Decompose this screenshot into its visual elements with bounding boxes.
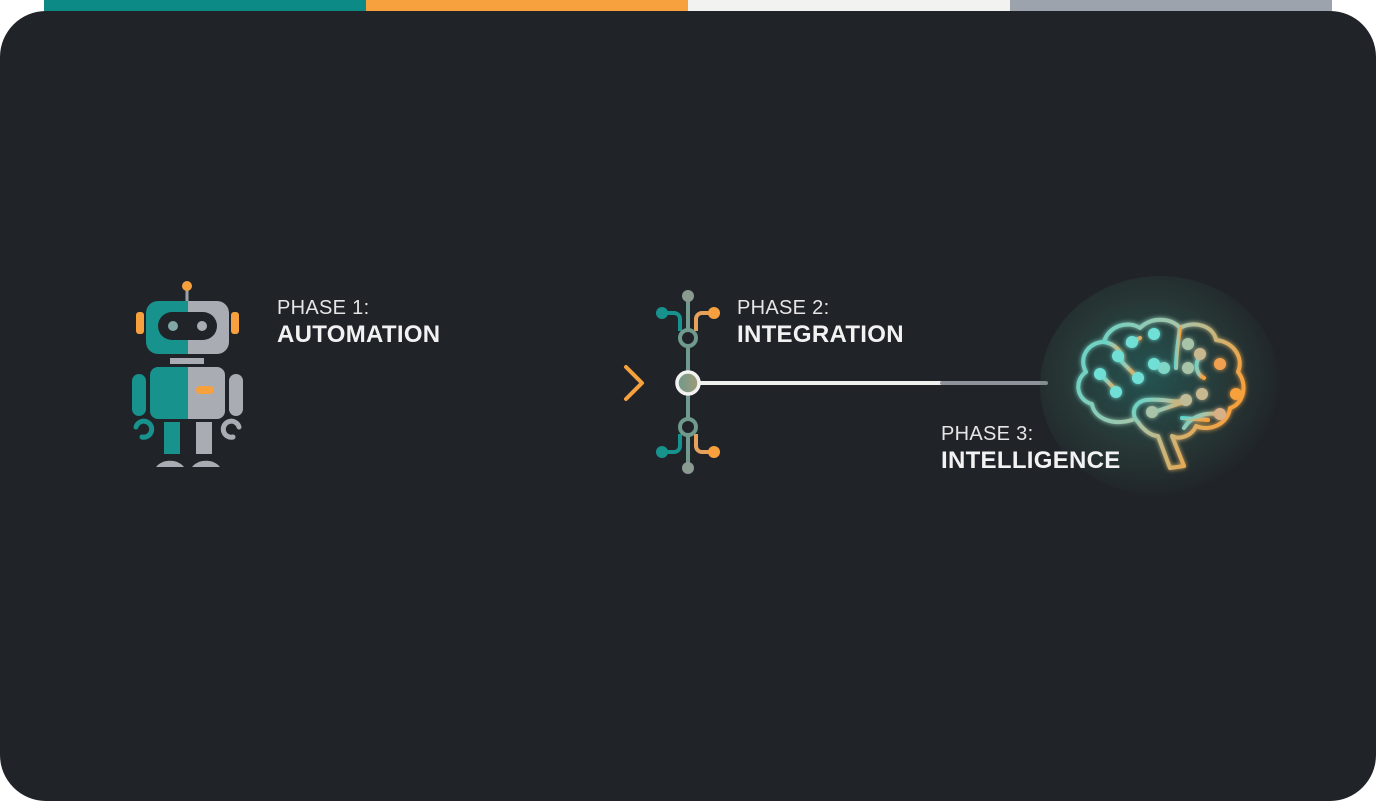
color-bar bbox=[44, 0, 1332, 11]
color-bar-orange bbox=[366, 0, 688, 11]
phase-1-title: AUTOMATION bbox=[277, 321, 441, 348]
phase-3-title: INTELLIGENCE bbox=[941, 447, 1121, 474]
arrow-phase-1-to-2 bbox=[278, 365, 644, 401]
progress-line bbox=[675, 370, 1048, 396]
color-bar-gray bbox=[1010, 0, 1332, 11]
phase-2-number: PHASE 2: bbox=[737, 297, 830, 319]
phase-3-number: PHASE 3: bbox=[941, 423, 1034, 445]
phase-1-label: PHASE 1: AUTOMATION bbox=[277, 296, 440, 350]
phase-3-label: PHASE 3: INTELLIGENCE bbox=[941, 422, 1121, 476]
phase-2-label: PHASE 2: INTEGRATION bbox=[737, 296, 904, 350]
color-bar-light bbox=[688, 0, 1010, 11]
phase-1-number: PHASE 1: bbox=[277, 297, 370, 319]
brain-circuit-icon bbox=[1076, 317, 1246, 470]
network-node-icon bbox=[656, 290, 720, 474]
robot-icon bbox=[132, 281, 243, 467]
phase-2-title: INTEGRATION bbox=[737, 321, 904, 348]
diagram-card: PHASE 1: AUTOMATION bbox=[0, 11, 1376, 801]
color-bar-teal bbox=[44, 0, 366, 11]
